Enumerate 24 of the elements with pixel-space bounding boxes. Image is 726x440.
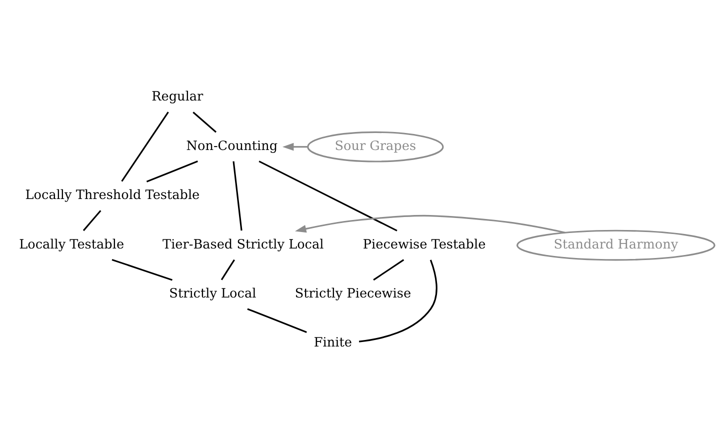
connector [146,160,198,182]
connector [358,259,438,342]
node-text: Locally Threshold Testable [25,188,200,203]
connector [121,111,169,182]
node-text: Piecewise Testable [362,236,486,252]
connector [258,160,398,231]
node-text: Finite [314,334,352,350]
node-text: Regular [152,89,204,104]
node-text: Tier-Based Strictly Local [162,236,324,252]
connector [373,258,404,280]
node-ellipse: Standard Harmony [516,229,716,260]
arrow [282,142,308,150]
connector [220,258,235,280]
node-text: Locally Testable [19,236,124,252]
node-ellipse: Sour Grapes [307,130,444,162]
connector [82,210,102,231]
arrow [294,214,566,233]
node-text: Strictly Piecewise [294,286,412,302]
connector [192,111,217,132]
connector [232,160,242,230]
node-text: Non-Counting [186,138,278,154]
node-text: Strictly Local [169,286,256,302]
connector [247,308,307,332]
connector [112,258,172,280]
